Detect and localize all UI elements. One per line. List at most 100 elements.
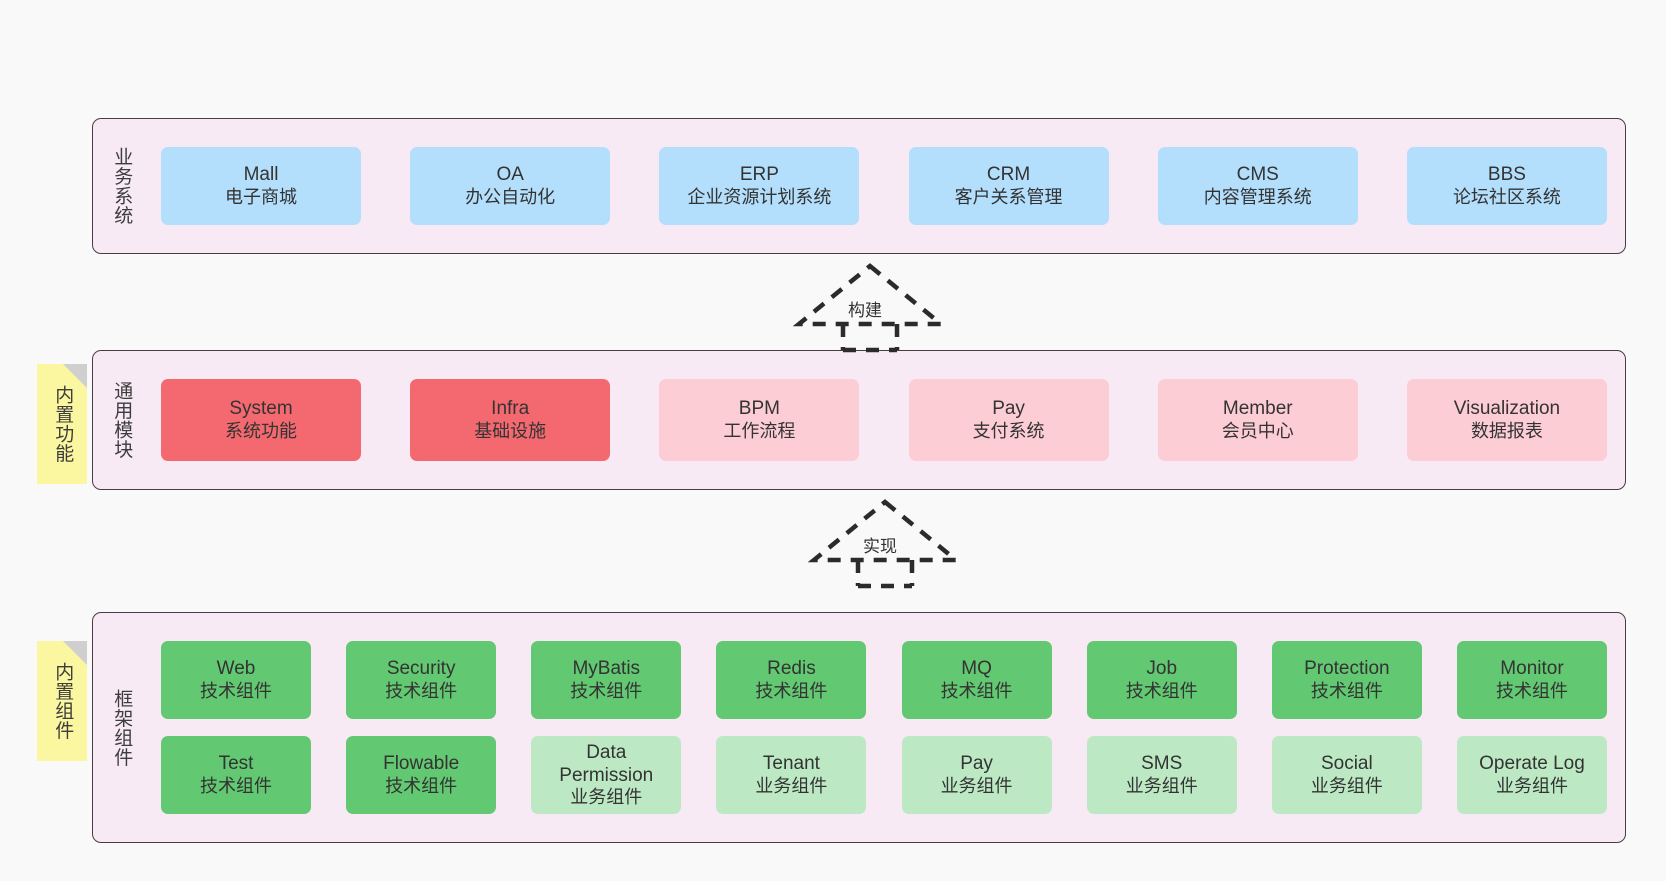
node-subtitle: 支付系统 bbox=[972, 420, 1045, 441]
node-title: BBS bbox=[1487, 164, 1526, 186]
node-bbs[interactable]: BBS 论坛社区系统 bbox=[1406, 147, 1607, 225]
node-oa[interactable]: OA 办公自动化 bbox=[410, 147, 611, 225]
node-pay[interactable]: Pay 支付系统 bbox=[908, 379, 1109, 461]
node-title: Mall bbox=[243, 164, 279, 186]
layer-business-system: 业务系统 Mall 电子商城 OA 办公自动化 ERP 企业资源计划系统 CRM… bbox=[92, 118, 1626, 254]
node-infra[interactable]: Infra 基础设施 bbox=[410, 379, 611, 461]
sticky-fold-corner bbox=[63, 364, 87, 388]
node-row: Web 技术组件 Security 技术组件 MyBatis 技术组件 Redi… bbox=[161, 641, 1607, 719]
node-member[interactable]: Member 会员中心 bbox=[1157, 379, 1358, 461]
node-subtitle: 技术组件 bbox=[1495, 680, 1568, 701]
node-title: Visualization bbox=[1453, 398, 1561, 420]
node-erp[interactable]: ERP 企业资源计划系统 bbox=[659, 147, 860, 225]
node-mall[interactable]: Mall 电子商城 bbox=[161, 147, 361, 225]
node-title: Test bbox=[218, 753, 254, 775]
node-subtitle: 技术组件 bbox=[200, 680, 272, 701]
sticky-note-text: 内置功能 bbox=[52, 385, 74, 463]
sticky-note-builtin-components: 内置组件 bbox=[37, 641, 87, 761]
layer-common-module: 通用模块 System 系统功能 Infra 基础设施 BPM 工作流程 Pay… bbox=[92, 350, 1626, 490]
node-crm[interactable]: CRM 客户关系管理 bbox=[908, 147, 1109, 225]
node-system[interactable]: System 系统功能 bbox=[161, 379, 361, 461]
node-title: Operate Log bbox=[1479, 753, 1585, 775]
node-title: CRM bbox=[986, 164, 1031, 186]
node-security[interactable]: Security 技术组件 bbox=[346, 641, 497, 719]
node-title: Security bbox=[386, 658, 456, 680]
node-title: CMS bbox=[1236, 164, 1279, 186]
node-subtitle: 业务组件 bbox=[940, 775, 1013, 796]
node-subtitle: 论坛社区系统 bbox=[1452, 186, 1561, 207]
node-subtitle: 技术组件 bbox=[940, 680, 1013, 701]
layer-title-framework-component: 框架组件 bbox=[111, 688, 133, 767]
connector-implement-label: 实现 bbox=[863, 537, 897, 556]
layer-title-business-system: 业务系统 bbox=[111, 147, 133, 225]
node-pay-component[interactable]: Pay 业务组件 bbox=[901, 736, 1052, 814]
node-title: Protection bbox=[1304, 658, 1390, 680]
node-row: Test 技术组件 Flowable 技术组件 Data Permission … bbox=[161, 736, 1607, 814]
node-title: MyBatis bbox=[572, 658, 641, 680]
node-flowable[interactable]: Flowable 技术组件 bbox=[346, 736, 497, 814]
node-subtitle: 业务组件 bbox=[1125, 775, 1198, 796]
node-test[interactable]: Test 技术组件 bbox=[161, 736, 311, 814]
node-subtitle: 基础设施 bbox=[474, 420, 547, 441]
connector-implement-arrow bbox=[807, 498, 963, 589]
node-subtitle: 技术组件 bbox=[1125, 680, 1198, 701]
node-subtitle: 技术组件 bbox=[200, 775, 272, 796]
node-job[interactable]: Job 技术组件 bbox=[1086, 641, 1237, 719]
node-title: Monitor bbox=[1500, 658, 1564, 680]
node-subtitle: 内容管理系统 bbox=[1203, 186, 1312, 207]
connector-build-label: 构建 bbox=[848, 301, 882, 320]
node-subtitle: 企业资源计划系统 bbox=[687, 186, 832, 207]
node-title: SMS bbox=[1141, 753, 1183, 775]
node-title: Job bbox=[1146, 658, 1178, 680]
node-title: Tenant bbox=[762, 753, 820, 775]
layer-title-common-module: 通用模块 bbox=[111, 381, 133, 459]
node-data-permission[interactable]: Data Permission 业务组件 bbox=[531, 736, 682, 814]
node-subtitle: 技术组件 bbox=[1310, 680, 1383, 701]
node-subtitle: 业务组件 bbox=[1310, 775, 1383, 796]
node-monitor[interactable]: Monitor 技术组件 bbox=[1456, 641, 1607, 719]
node-title: Data Permission bbox=[559, 741, 654, 787]
sticky-note-builtin-functions: 内置功能 bbox=[37, 364, 87, 484]
node-title: Infra bbox=[491, 398, 530, 420]
node-title: Pay bbox=[992, 398, 1025, 420]
node-title: Pay bbox=[960, 753, 993, 775]
node-subtitle: 客户关系管理 bbox=[954, 186, 1063, 207]
node-mybatis[interactable]: MyBatis 技术组件 bbox=[531, 641, 682, 719]
node-social[interactable]: Social 业务组件 bbox=[1271, 736, 1422, 814]
node-subtitle: 技术组件 bbox=[755, 680, 828, 701]
node-subtitle: 会员中心 bbox=[1221, 420, 1294, 441]
sticky-fold-corner bbox=[63, 641, 87, 665]
node-tenant[interactable]: Tenant 业务组件 bbox=[716, 736, 867, 814]
sticky-note-text: 内置组件 bbox=[52, 662, 74, 740]
node-sms[interactable]: SMS 业务组件 bbox=[1086, 736, 1237, 814]
node-subtitle: 技术组件 bbox=[385, 680, 458, 701]
node-title: System bbox=[229, 398, 293, 420]
node-subtitle: 数据报表 bbox=[1470, 420, 1543, 441]
node-title: BPM bbox=[738, 398, 780, 420]
node-visualization[interactable]: Visualization 数据报表 bbox=[1406, 379, 1607, 461]
node-subtitle: 系统功能 bbox=[225, 420, 297, 441]
node-subtitle: 业务组件 bbox=[1495, 775, 1568, 796]
node-mq[interactable]: MQ 技术组件 bbox=[901, 641, 1052, 719]
node-title: Flowable bbox=[383, 753, 460, 775]
layer-body-common-module: System 系统功能 Infra 基础设施 BPM 工作流程 Pay 支付系统… bbox=[143, 351, 1625, 489]
node-protection[interactable]: Protection 技术组件 bbox=[1271, 641, 1422, 719]
node-redis[interactable]: Redis 技术组件 bbox=[716, 641, 867, 719]
node-title: Web bbox=[216, 658, 256, 680]
node-cms[interactable]: CMS 内容管理系统 bbox=[1157, 147, 1358, 225]
node-title: ERP bbox=[739, 164, 779, 186]
node-title: Social bbox=[1320, 753, 1373, 775]
node-operate-log[interactable]: Operate Log 业务组件 bbox=[1456, 736, 1607, 814]
node-web[interactable]: Web 技术组件 bbox=[161, 641, 311, 719]
node-row: System 系统功能 Infra 基础设施 BPM 工作流程 Pay 支付系统… bbox=[161, 379, 1607, 461]
node-row: Mall 电子商城 OA 办公自动化 ERP 企业资源计划系统 CRM 客户关系… bbox=[161, 147, 1607, 225]
node-subtitle: 技术组件 bbox=[570, 680, 643, 701]
node-title: Redis bbox=[767, 658, 816, 680]
node-bpm[interactable]: BPM 工作流程 bbox=[659, 379, 860, 461]
connector-build-arrow bbox=[792, 262, 948, 353]
node-subtitle: 工作流程 bbox=[723, 420, 796, 441]
layer-framework-component: 框架组件 Web 技术组件 Security 技术组件 MyBatis 技术组件… bbox=[92, 612, 1626, 843]
node-title: Member bbox=[1222, 398, 1293, 420]
node-subtitle: 办公自动化 bbox=[465, 186, 556, 207]
